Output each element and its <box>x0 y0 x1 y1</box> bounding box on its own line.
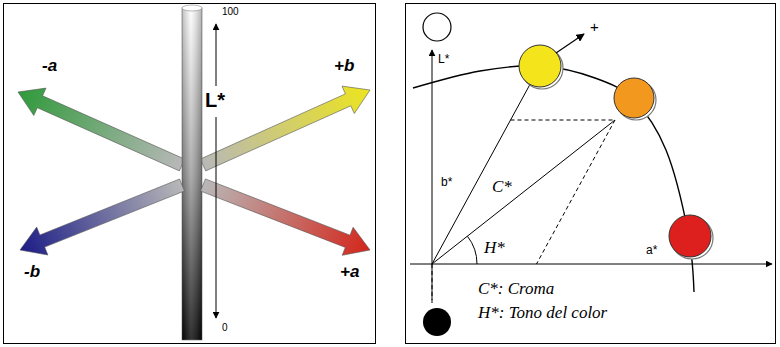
dashed-construction <box>537 120 616 264</box>
orange-sample <box>614 78 654 118</box>
plus-b-arrow <box>200 86 370 171</box>
scale-value: 0 <box>222 322 228 334</box>
axis-label: L* <box>438 53 449 67</box>
lightness-range-line <box>216 24 217 86</box>
axis-label: a* <box>646 244 657 258</box>
vector-label: C* <box>492 177 512 197</box>
legend-note: H*: Tono del color <box>478 303 607 323</box>
plus-a-arrow <box>201 179 370 255</box>
cylinder-shading <box>182 8 202 340</box>
axis-label: -b <box>24 262 40 282</box>
b-vector <box>432 66 540 264</box>
panel-frame <box>4 4 376 344</box>
lightness-range-line <box>216 117 217 318</box>
a-axis <box>410 264 772 265</box>
axis-label: -a <box>42 56 57 76</box>
axis-label: +a <box>340 262 359 282</box>
dashed-drop-line <box>432 264 433 306</box>
red-sample <box>669 215 711 257</box>
lightness-cylinder <box>182 8 202 340</box>
plus-direction-arrow <box>556 34 584 53</box>
white-point <box>423 13 451 41</box>
cylinder-top <box>182 5 202 11</box>
minus-b-arrow <box>20 179 184 255</box>
panel-frame <box>406 4 776 344</box>
c-vector <box>432 120 615 264</box>
legend-note: C*: Croma <box>478 279 554 299</box>
hue-angle-arc <box>467 236 477 264</box>
minus-a-arrow <box>18 88 185 171</box>
angle-label: H* <box>484 238 505 258</box>
direction-sign: + <box>590 18 599 35</box>
axis-label: +b <box>334 56 354 76</box>
axis-label: L* <box>204 89 226 112</box>
dashed-construction <box>511 120 616 121</box>
black-point <box>423 308 451 336</box>
hue-arc <box>413 66 694 292</box>
yellow-sample <box>519 45 561 87</box>
scale-value: 100 <box>222 6 239 18</box>
axis-label: b* <box>441 176 452 190</box>
